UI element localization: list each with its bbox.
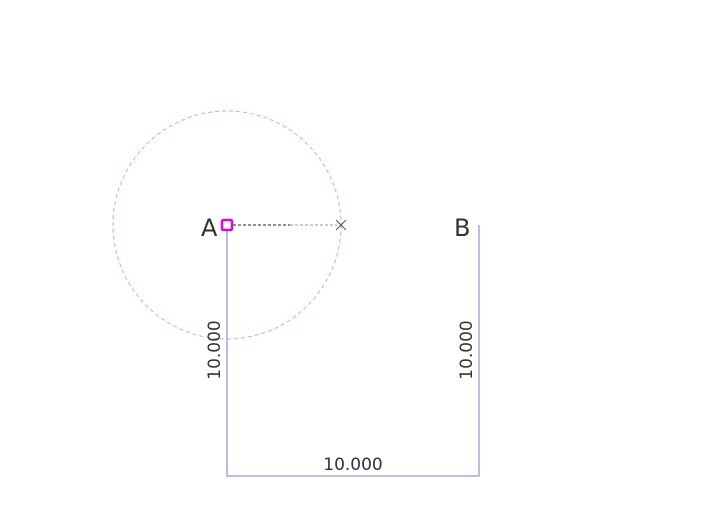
point-label-a: A — [201, 214, 218, 242]
point-label-b: B — [454, 214, 470, 242]
dimension-label-bottom: 10.000 — [323, 455, 382, 475]
selected-point-handle-icon[interactable] — [220, 218, 234, 232]
crosshair-x-icon — [335, 219, 347, 231]
dimension-label-left: 10.000 — [205, 320, 225, 379]
dimension-label-right: 10.000 — [457, 320, 477, 379]
u-shape-polyline[interactable] — [226, 225, 480, 477]
